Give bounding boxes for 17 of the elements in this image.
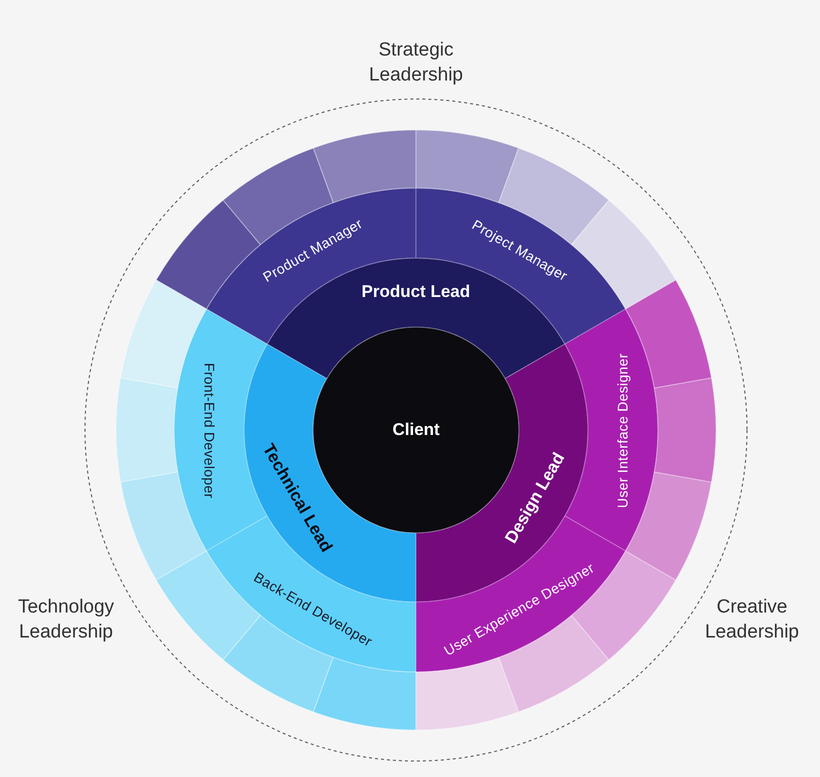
segment-label: Client — [392, 420, 440, 440]
outer-ring-segment — [571, 200, 676, 310]
ring-segment — [206, 516, 416, 672]
group-label: Creative Leadership — [704, 595, 800, 644]
ring-segment — [564, 308, 658, 552]
outer-ring-segment — [312, 656, 416, 730]
group-label: Technology Leadership — [16, 595, 116, 644]
segment-label: Product Lead — [362, 283, 470, 302]
outer-ring-segment — [416, 130, 520, 204]
outer-ring-segment — [156, 200, 261, 310]
outer-ring-segment — [116, 377, 178, 483]
outer-ring-segment — [416, 656, 520, 730]
group-label: Strategic Leadership — [368, 38, 464, 87]
segment-label: User Interface Designer — [615, 352, 631, 508]
outer-ring-segment — [654, 377, 716, 483]
segment-label: Front-End Developer — [201, 362, 217, 498]
outer-ring-segment — [312, 130, 416, 204]
